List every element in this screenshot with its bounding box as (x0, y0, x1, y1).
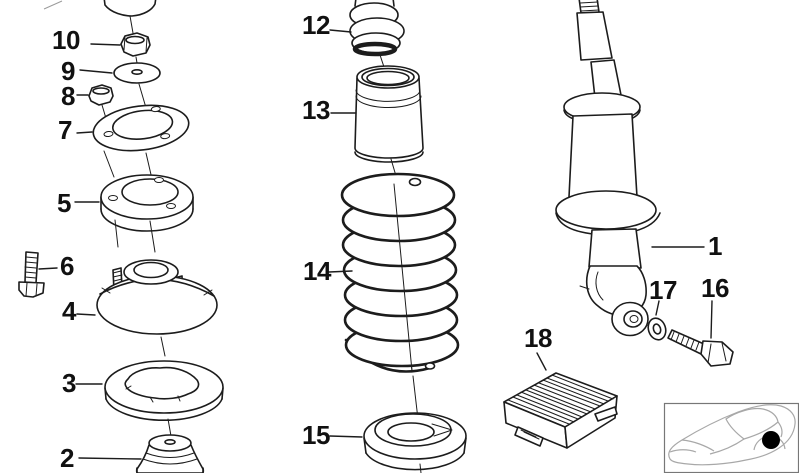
part-washer-17-drawing (647, 317, 667, 341)
part-bolt-6-drawing (18, 251, 45, 298)
callout-14[interactable]: 14 (303, 256, 331, 286)
location-dot-icon (762, 431, 780, 449)
part-support-2-drawing (135, 434, 205, 473)
part-spring-seat-15-drawing (363, 412, 467, 471)
callout-8[interactable]: 8 (61, 81, 75, 111)
car-locator-box (663, 402, 799, 473)
part-rubber-ring-3-drawing (104, 360, 224, 422)
part-rubber-buffer-12-drawing (349, 0, 405, 57)
part-upper-support-drawing (103, 0, 157, 17)
callout-5[interactable]: 5 (57, 188, 71, 218)
part-plate-7-drawing (92, 104, 190, 152)
car-rear-location-icon (668, 404, 796, 466)
callout-leader-lines (38, 29, 713, 460)
callout-2[interactable]: 2 (60, 443, 74, 473)
callout-17[interactable]: 17 (649, 275, 677, 305)
callout-18[interactable]: 18 (524, 323, 552, 353)
callout-4[interactable]: 4 (62, 296, 76, 326)
callout-7[interactable]: 7 (58, 115, 72, 145)
callout-1[interactable]: 1 (708, 231, 722, 261)
callout-15[interactable]: 15 (302, 420, 330, 450)
part-guide-support-4-drawing (96, 259, 218, 335)
part-washer-9-drawing (113, 62, 161, 84)
part-protection-tube-13-drawing (354, 65, 424, 163)
part-bolt-16-drawing (667, 329, 734, 367)
leader-line-cutoff (43, 0, 63, 10)
callout-10[interactable]: 10 (52, 25, 80, 55)
callout-3[interactable]: 3 (62, 368, 76, 398)
callout-16[interactable]: 16 (701, 273, 729, 303)
callout-6[interactable]: 6 (60, 251, 74, 281)
part-spring-pad-5-drawing (100, 174, 194, 232)
callout-9[interactable]: 9 (61, 56, 75, 86)
part-shock-absorber-1-drawing (555, 0, 661, 337)
part-nut-10-drawing (120, 32, 151, 57)
callout-13[interactable]: 13 (302, 95, 330, 125)
part-nut-8-drawing (88, 84, 114, 106)
part-control-unit-18-drawing (503, 372, 618, 449)
callout-12[interactable]: 12 (302, 10, 330, 40)
part-coil-spring-14-drawing (340, 172, 460, 373)
